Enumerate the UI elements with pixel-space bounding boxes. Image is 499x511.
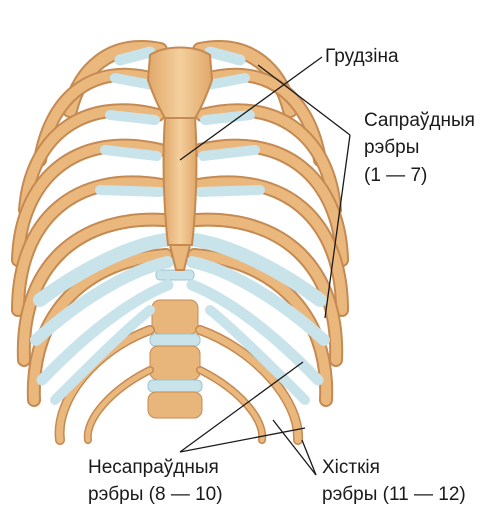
label-sternum: Грудзіна bbox=[325, 45, 399, 68]
vertebra bbox=[152, 300, 198, 334]
sternum-body bbox=[164, 118, 197, 245]
cartilage-right-2 bbox=[208, 78, 245, 85]
leader-false-ribs-b bbox=[180, 428, 305, 452]
cartilage-left-5 bbox=[100, 190, 160, 192]
cartilage-left-upper bbox=[120, 52, 150, 60]
rib-right-12-fill bbox=[200, 370, 262, 440]
intervertebral-disc bbox=[150, 334, 200, 346]
label-false-ribs-line1: Несапраўдныя bbox=[88, 456, 219, 479]
label-true-ribs-line2: рэбры bbox=[364, 136, 419, 159]
cartilage-right-3 bbox=[205, 115, 250, 120]
label-true-ribs-line3: (1 — 7) bbox=[364, 164, 427, 187]
intervertebral-disc bbox=[156, 270, 194, 280]
cartilage-left-3 bbox=[110, 115, 155, 120]
intervertebral-disc bbox=[148, 380, 202, 392]
label-true-ribs-line1: Сапраўдныя bbox=[364, 109, 475, 132]
label-floating-ribs-line1: Хісткія bbox=[322, 456, 380, 479]
cartilage-right-4 bbox=[203, 150, 255, 156]
label-floating-ribs-line2: рэбры (11 — 12) bbox=[322, 483, 466, 506]
cartilage-right-upper bbox=[210, 52, 240, 60]
xiphoid-process bbox=[170, 245, 190, 270]
vertebra bbox=[148, 392, 202, 418]
rib-right-12 bbox=[200, 370, 262, 440]
label-false-ribs-line2: рэбры (8 — 10) bbox=[88, 483, 223, 506]
cartilage-left-4 bbox=[105, 150, 157, 156]
cartilage-left-2 bbox=[115, 78, 152, 85]
cartilage-right-5 bbox=[200, 190, 260, 192]
vertebra bbox=[150, 346, 200, 380]
rib-left-12 bbox=[88, 370, 150, 440]
leader-floating-ribs-b bbox=[302, 440, 316, 475]
manubrium bbox=[148, 48, 212, 119]
rib-left-12-fill bbox=[88, 370, 150, 440]
